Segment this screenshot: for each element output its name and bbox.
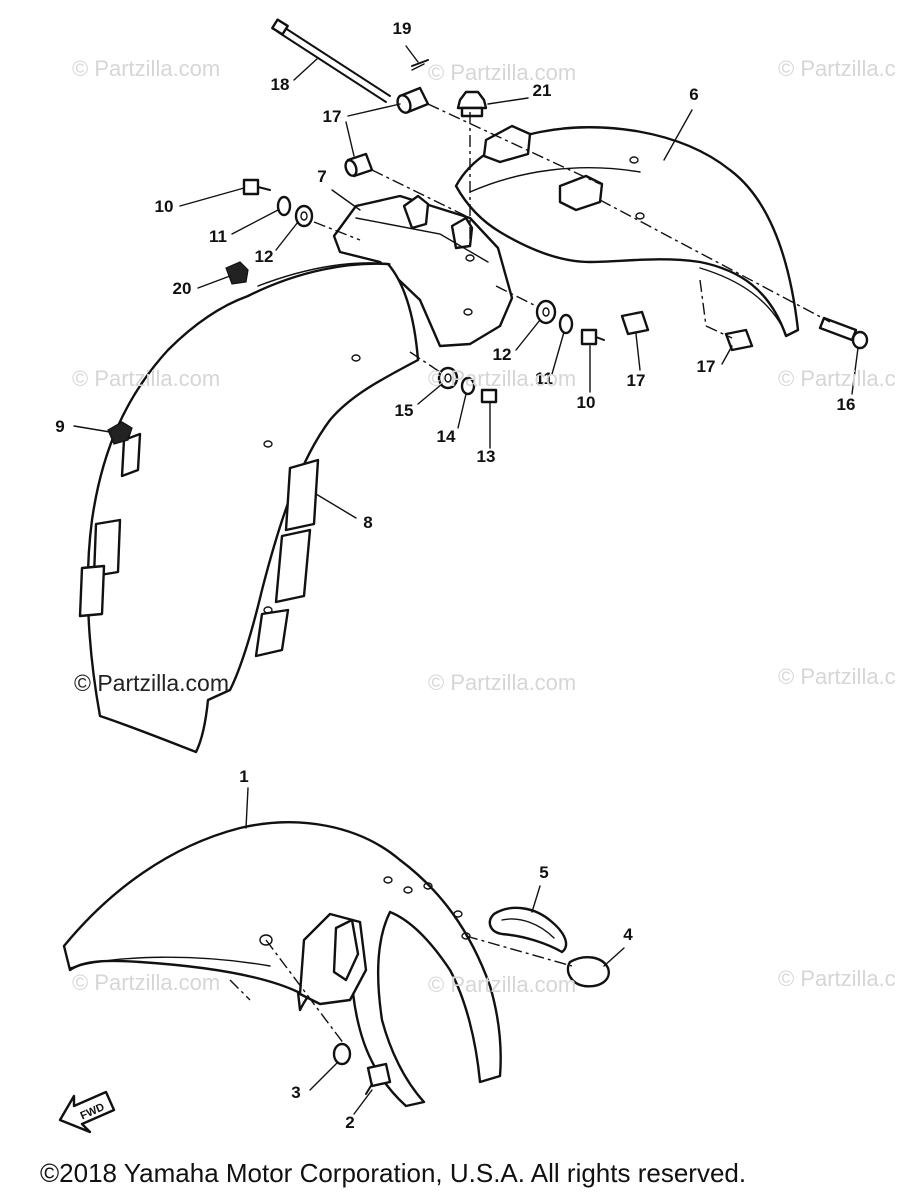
part-17-collar-right	[620, 310, 650, 336]
callout-20: 20	[173, 279, 192, 298]
part-6-rear-fender-section	[454, 124, 800, 338]
callout-17: 17	[323, 107, 342, 126]
partzilla-watermark: © Partzilla.com	[428, 972, 577, 997]
partzilla-watermark: © Partzilla.com	[72, 366, 221, 391]
callout-11: 11	[209, 227, 227, 246]
part-18-long-bolt	[271, 18, 391, 103]
part-1-front-fender	[62, 821, 502, 1108]
callout-12: 12	[255, 247, 274, 266]
partzilla-watermark: © Partzilla.com	[428, 60, 577, 85]
part-11-washer-right	[558, 313, 574, 335]
part-15-washer	[437, 366, 459, 390]
part-3-washer	[332, 1042, 352, 1066]
part-4-grommet	[566, 956, 610, 988]
part-5-trim-strip	[488, 906, 568, 954]
part-20-clip	[225, 261, 249, 285]
callout-5: 5	[539, 863, 548, 882]
callout-12: 12	[493, 345, 512, 364]
callout-14: 14	[437, 427, 456, 446]
callout-15: 15	[395, 401, 414, 420]
part-2-bolt	[365, 1062, 392, 1095]
part-11-washer-upper	[276, 195, 292, 217]
callout-11: 11	[535, 369, 553, 388]
part-13-bolt	[480, 388, 498, 404]
part-17-collar-left	[344, 152, 374, 178]
callout-7: 7	[317, 167, 326, 186]
partzilla-watermark: © Partzilla.com	[72, 56, 221, 81]
callout-18: 18	[271, 75, 290, 94]
part-19-cotter-pin	[411, 59, 429, 71]
assembly-lines-upper	[313, 103, 831, 373]
callout-16: 16	[837, 395, 856, 414]
part-8-rear-fender	[78, 262, 420, 754]
fwd-direction-arrow: FWD	[58, 1090, 116, 1134]
callout-6: 6	[689, 85, 698, 104]
callout-17: 17	[697, 357, 716, 376]
callout-19: 19	[393, 19, 412, 38]
part-10-bolt-right	[580, 328, 605, 346]
part-7-bracket	[332, 194, 514, 348]
part-12-washer-upper	[294, 204, 314, 228]
partzilla-watermark-dark: © Partzilla.com	[74, 670, 229, 696]
part-17-collar-upper	[396, 86, 430, 114]
part-17-collar-lower	[724, 328, 754, 352]
callout-4: 4	[623, 925, 633, 944]
partzilla-watermark: © Partzilla.com	[428, 366, 577, 391]
copyright-notice: ©2018 Yamaha Motor Corporation, U.S.A. A…	[40, 1158, 747, 1188]
callout-10: 10	[577, 393, 596, 412]
partzilla-watermark: © Partzilla.com	[428, 670, 577, 695]
callout-2: 2	[345, 1113, 354, 1132]
partzilla-watermark: © Partzilla.c	[778, 56, 896, 81]
part-10-bolt-upper	[242, 178, 271, 196]
partzilla-watermark: © Partzilla.c	[778, 366, 896, 391]
leader-lines	[73, 45, 859, 1115]
callout-8: 8	[363, 513, 372, 532]
part-16-bolt	[818, 316, 869, 350]
partzilla-watermark: © Partzilla.com	[72, 970, 221, 995]
part-21-grommet	[456, 90, 488, 118]
partzilla-watermark: © Partzilla.c	[778, 664, 896, 689]
callout-21: 21	[533, 81, 552, 100]
partzilla-watermark: © Partzilla.c	[778, 966, 896, 991]
assembly-lines-lower	[229, 935, 573, 1045]
part-12-washer-right	[535, 299, 557, 325]
callout-10: 10	[155, 197, 174, 216]
callout-17: 17	[627, 371, 646, 390]
callout-3: 3	[291, 1083, 300, 1102]
callout-13: 13	[477, 447, 496, 466]
callout-9: 9	[55, 417, 64, 436]
callout-1: 1	[239, 767, 248, 786]
part-14-washer	[460, 376, 476, 396]
part-9-clip	[107, 421, 133, 445]
